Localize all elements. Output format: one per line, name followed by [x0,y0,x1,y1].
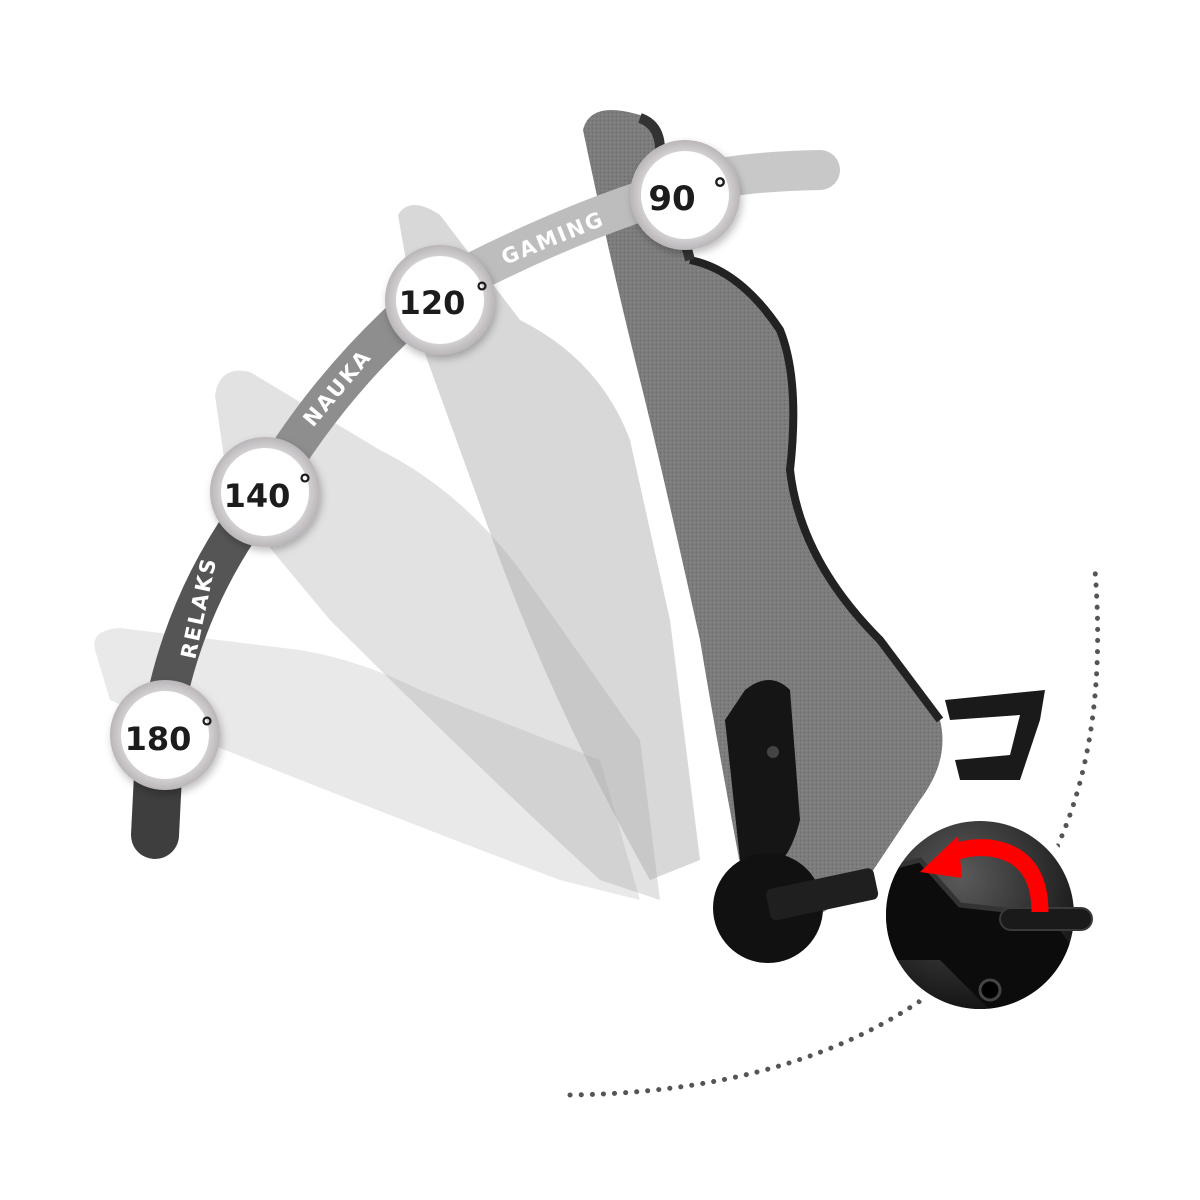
dotted-arc [567,567,1101,1098]
backrest-180-ghost [94,628,641,900]
angle-badge-120: 120 ° [385,245,495,355]
angle-badge-180: 180 ° [110,680,220,790]
svg-text:90: 90 [648,179,695,219]
backrest-120-ghost [398,205,700,880]
angle-badge-140: 140 ° [210,437,320,547]
svg-text:180: 180 [125,720,192,758]
svg-text:°: ° [298,468,312,501]
recline-mechanism [713,680,1045,963]
svg-text:°: ° [475,276,489,309]
backrest-140-ghost [215,370,660,901]
lever-closeup [876,811,1093,1019]
svg-text:120: 120 [399,284,466,322]
svg-text:140: 140 [224,477,291,515]
angle-badge-90: 90 ° [630,140,740,250]
svg-text:°: ° [200,711,214,744]
svg-text:°: ° [713,173,728,208]
counterclockwise-arrow-icon [920,836,1049,913]
